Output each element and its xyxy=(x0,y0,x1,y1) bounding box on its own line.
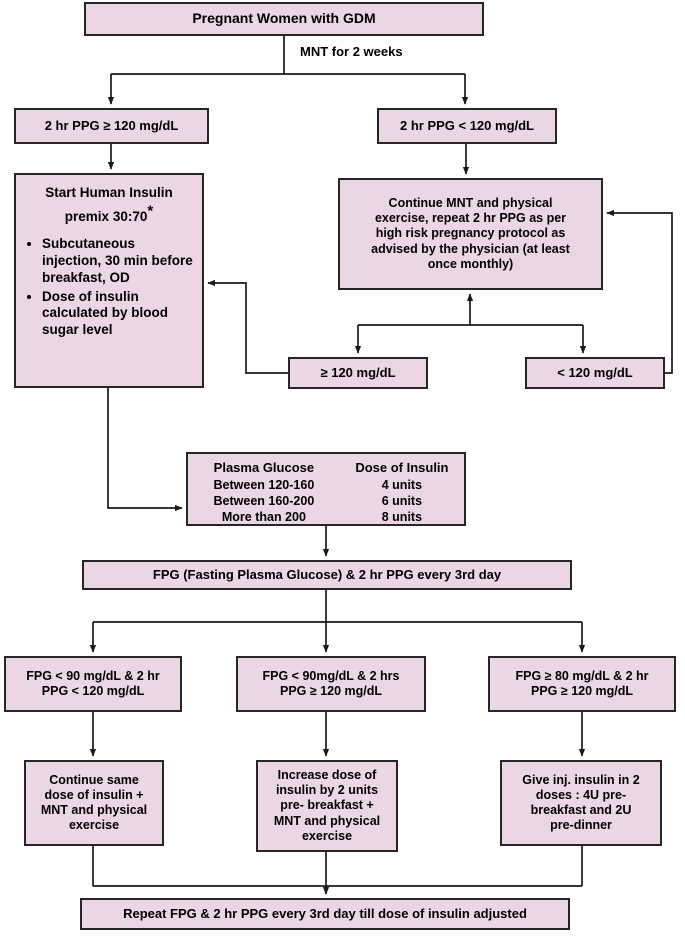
table-row: Between 120-160 4 units xyxy=(188,477,464,493)
node-continue-mnt-exercise[interactable]: Continue MNT and physical exercise, repe… xyxy=(338,178,603,290)
node-label-line: exercise xyxy=(301,828,353,843)
node-label-line: insulin by 2 units xyxy=(275,783,379,798)
table-cell-dose: 4 units xyxy=(381,477,423,492)
node-label-line: MNT and physical xyxy=(273,813,381,828)
list-item: Dose of insulin calculated by blood suga… xyxy=(42,289,196,340)
node-label-line: PPG < 120 mg/dL xyxy=(41,684,145,698)
dose-table: Plasma Glucose Dose of Insulin Between 1… xyxy=(188,460,464,525)
node-action-continue-same-dose[interactable]: Continue same dose of insulin + MNT and … xyxy=(24,760,164,846)
edge-insulin-to-table xyxy=(107,388,183,512)
table-cell-glucose: More than 200 xyxy=(221,509,306,524)
node-label: 2 hr PPG ≥ 120 mg/dL xyxy=(44,118,179,134)
node-label-line: advised by the physician (at least xyxy=(371,241,570,256)
edge-lt120-to-continue xyxy=(606,209,673,374)
footnote-asterisk: * xyxy=(147,202,154,220)
insulin-bullet-list: Subcutaneous injection, 30 min before br… xyxy=(16,236,202,341)
node-label: 2 hr PPG < 120 mg/dL xyxy=(399,118,535,134)
node-label-line: pre-dinner xyxy=(550,818,612,833)
node-label: FPG (Fasting Plasma Glucose) & 2 hr PPG … xyxy=(152,567,502,583)
node-decision-fpg-low-ppg-high[interactable]: FPG < 90mg/dL & 2 hrs PPG ≥ 120 mg/dL xyxy=(236,656,426,712)
table-header-cell: Plasma Glucose xyxy=(213,460,315,475)
node-label-line: Continue same xyxy=(49,772,139,787)
insulin-premix-text: premix 30:70 xyxy=(64,209,148,225)
node-label-line: high risk pregnancy protocol as xyxy=(375,226,566,241)
node-label-line: exercise xyxy=(68,818,120,833)
node-label-line: MNT and physical xyxy=(40,803,148,817)
node-label-line: PPG ≥ 120 mg/dL xyxy=(530,684,634,698)
insulin-header-line-1: Start Human Insulin xyxy=(45,185,173,200)
node-label-line: once monthly) xyxy=(427,256,514,271)
node-label-line: dose of insulin + xyxy=(44,787,144,802)
node-label-line: doses : 4U pre- xyxy=(535,787,627,802)
edge-label-mnt-for-2-weeks: MNT for 2 weeks xyxy=(300,44,403,59)
table-header-cell: Dose of Insulin xyxy=(355,460,449,475)
list-item: Subcutaneous injection, 30 min before br… xyxy=(42,236,196,287)
node-recheck-lt-120[interactable]: < 120 mg/dL xyxy=(525,357,665,389)
node-label-line: FPG ≥ 80 mg/dL & 2 hr xyxy=(515,668,649,683)
node-label-line: FPG < 90mg/dL & 2 hrs xyxy=(262,668,400,683)
node-dose-table[interactable]: Plasma Glucose Dose of Insulin Between 1… xyxy=(186,452,466,526)
node-label-line: pre- breakfast + xyxy=(280,798,374,813)
node-label-line: PPG ≥ 120 mg/dL xyxy=(279,684,383,698)
node-label-line: exercise, repeat 2 hr PPG as per xyxy=(374,211,567,226)
table-cell-dose: 8 units xyxy=(381,509,423,524)
node-label: Repeat FPG & 2 hr PPG every 3rd day till… xyxy=(123,906,527,922)
node-action-increase-dose[interactable]: Increase dose of insulin by 2 units pre-… xyxy=(256,760,398,852)
node-label-line: Give inj. insulin in 2 xyxy=(522,772,640,787)
table-cell-glucose: Between 120-160 xyxy=(213,477,315,492)
insulin-header-line-2: premix 30:70* xyxy=(16,204,202,225)
node-ppg-ge-120[interactable]: 2 hr PPG ≥ 120 mg/dL xyxy=(14,108,209,144)
table-header-row: Plasma Glucose Dose of Insulin xyxy=(188,460,464,477)
table-row: Between 160-200 6 units xyxy=(188,493,464,509)
node-ppg-lt-120[interactable]: 2 hr PPG < 120 mg/dL xyxy=(377,108,557,144)
table-cell-dose: 6 units xyxy=(381,493,423,508)
node-pregnant-women-gdm[interactable]: Pregnant Women with GDM xyxy=(84,2,484,36)
table-row: More than 200 8 units xyxy=(188,509,464,525)
table-cell-glucose: Between 160-200 xyxy=(213,493,315,508)
node-label-line: FPG < 90 mg/dL & 2 hr xyxy=(26,668,160,683)
node-label-line: breakfast and 2U xyxy=(530,803,632,817)
node-label: ≥ 120 mg/dL xyxy=(320,365,396,381)
node-decision-fpg-low-ppg-low[interactable]: FPG < 90 mg/dL & 2 hr PPG < 120 mg/dL xyxy=(4,656,182,712)
node-start-human-insulin[interactable]: Start Human Insulin premix 30:70* Subcut… xyxy=(14,173,204,388)
node-action-split-dose[interactable]: Give inj. insulin in 2 doses : 4U pre- b… xyxy=(500,760,662,846)
node-recheck-ge-120[interactable]: ≥ 120 mg/dL xyxy=(288,357,428,389)
node-fpg-monitoring[interactable]: FPG (Fasting Plasma Glucose) & 2 hr PPG … xyxy=(82,560,572,590)
node-label-line: Increase dose of xyxy=(277,767,377,782)
node-label: Pregnant Women with GDM xyxy=(192,10,376,27)
edge-ge120-to-insulin xyxy=(207,279,288,374)
node-label-line: Continue MNT and physical xyxy=(388,195,553,210)
node-decision-fpg-high-ppg-high[interactable]: FPG ≥ 80 mg/dL & 2 hr PPG ≥ 120 mg/dL xyxy=(488,656,676,712)
node-label: < 120 mg/dL xyxy=(557,365,633,381)
node-repeat-fpg-ppg[interactable]: Repeat FPG & 2 hr PPG every 3rd day till… xyxy=(80,898,570,930)
